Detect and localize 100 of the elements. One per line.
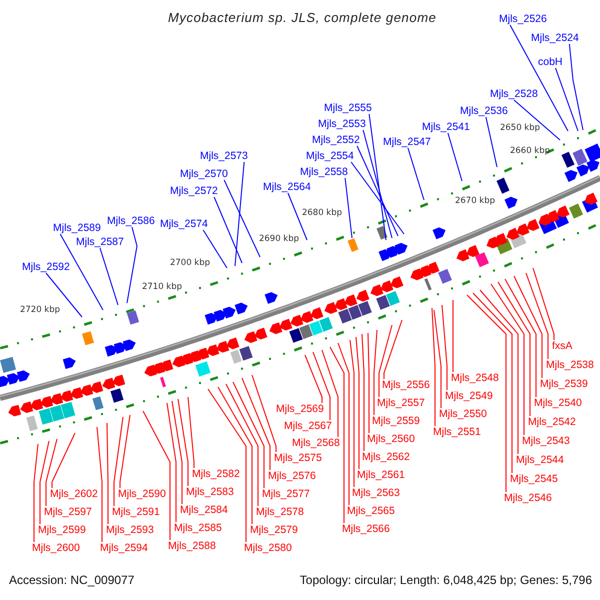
leader-line: [368, 114, 386, 240]
leader-line: [344, 178, 352, 238]
gene-label: Mjls_2547: [383, 136, 431, 148]
leader-line: [452, 300, 454, 372]
gene-label: Mjls_2559: [372, 415, 420, 427]
gene-label: Mjls_2550: [439, 408, 487, 420]
leader-line: [34, 444, 38, 542]
gene-label: Mjls_2591: [112, 506, 160, 518]
leader-line: [480, 290, 518, 454]
leader-line: [100, 248, 118, 306]
leader-line: [485, 116, 498, 168]
gene-label: Mjls_2538: [546, 359, 594, 371]
leader-line: [356, 336, 360, 470]
title: Mycobacterium sp. JLS, complete genome: [168, 10, 436, 26]
gene-label: Mjls_2549: [445, 390, 493, 402]
gene-label: Mjls_2600: [32, 542, 80, 554]
gene-label: fxsA: [552, 340, 572, 352]
gene-label: Mjls_2585: [174, 522, 222, 534]
scale-label: 2680 kbp: [302, 208, 342, 218]
leader-line: [234, 162, 245, 266]
leader-line: [568, 44, 584, 130]
leader-line: [338, 342, 350, 506]
gene-label: Mjls_2526: [499, 13, 547, 25]
scale-label: 2650 kbp: [500, 123, 540, 133]
gene-label: Mjls_2574: [160, 218, 208, 230]
scale-label: 2660 kbp: [510, 146, 550, 156]
scale-label: 2710 kbp: [142, 282, 182, 292]
gene-label: Mjls_2563: [352, 487, 400, 499]
leader-line: [368, 332, 370, 434]
leader-line: [447, 132, 462, 182]
leader-line: [188, 396, 194, 468]
gene-label: Mjls_2582: [192, 468, 240, 480]
gene-label: Mjls_2543: [522, 435, 570, 447]
leader-line: [224, 180, 260, 258]
leader-line: [555, 68, 578, 132]
gene-label: Mjls_2572: [170, 185, 218, 197]
gene-label: Mjls_2579: [250, 524, 298, 536]
scale-label: 2700 kbp: [170, 258, 210, 268]
gene-label: Mjls_2552: [312, 134, 360, 146]
leader-line: [142, 410, 170, 540]
leader-line: [374, 330, 378, 416]
gene-label: Mjls_2573: [200, 150, 248, 162]
gene-label: Mjls_2567: [284, 420, 332, 432]
gene-label: Mjls_2561: [357, 469, 405, 481]
leader-line: [120, 414, 130, 488]
gene-label: Mjls_2577: [262, 488, 310, 500]
leader-line: [304, 354, 322, 404]
gene-label: Mjls_2588: [168, 540, 216, 552]
gene-label: Mjls_2542: [528, 416, 576, 428]
leader-line: [166, 402, 176, 522]
gene-label: Mjls_2594: [100, 542, 148, 554]
gene-label: Mjls_2548: [451, 372, 499, 384]
scale-label: 2670 kbp: [454, 196, 496, 206]
leader-line: [178, 398, 188, 486]
gene-label: Mjls_2602: [50, 488, 98, 500]
leader-line: [510, 24, 568, 132]
gene-label: Mjls_2587: [76, 236, 124, 248]
leader-line: [202, 230, 228, 268]
leader-line: [362, 334, 364, 452]
leader-line: [46, 438, 58, 506]
scale-label: 2720 kbp: [20, 305, 60, 315]
accession-text: Accession: NC_009077: [9, 573, 134, 587]
gene-label: Mjls_2557: [377, 397, 425, 409]
leader-line: [350, 340, 354, 488]
leader-line: [356, 146, 398, 236]
gene-label: Mjls_2565: [347, 505, 395, 517]
leader-line: [208, 388, 246, 542]
gene-label: Mjls_2541: [422, 121, 470, 133]
leader-line: [490, 284, 524, 436]
gene-label: Mjls_2580: [244, 542, 292, 554]
gene-label: Mjls_2584: [180, 504, 228, 516]
leader-line: [350, 162, 404, 234]
gene-label: Mjls_2544: [516, 454, 564, 466]
gene-label: Mjls_2568: [292, 437, 340, 449]
gene-label: Mjls_2578: [256, 506, 304, 518]
gene-label: Mjls_2556: [382, 379, 430, 391]
leader-line: [52, 432, 76, 488]
gene-label: Mjls_2540: [534, 397, 582, 409]
gene-label: Mjls_2539: [540, 378, 588, 390]
leader-line: [384, 320, 402, 380]
leader-line: [218, 386, 252, 524]
leader-line: [362, 130, 392, 238]
leader-line: [322, 350, 338, 438]
leader-line: [287, 192, 308, 240]
leader-line: [242, 378, 270, 470]
gene-label: Mjls_2536: [460, 105, 508, 117]
leader-line: [472, 292, 512, 474]
gene-label: Mjls_2553: [318, 118, 366, 130]
gene-label: Mjls_2599: [38, 524, 86, 536]
leader-line: [514, 100, 560, 140]
leader-line: [442, 304, 448, 390]
leader-line: [526, 272, 548, 360]
gene-label: Mjls_2589: [53, 222, 101, 234]
leader-line: [106, 422, 108, 524]
leader-line: [312, 352, 330, 420]
gene-label: Mjls_2576: [268, 470, 316, 482]
leader-line: [40, 440, 50, 524]
gene-label: Mjls_2555: [324, 102, 372, 114]
gene-label: cobH: [538, 56, 563, 68]
gene-label: Mjls_2546: [504, 492, 552, 504]
